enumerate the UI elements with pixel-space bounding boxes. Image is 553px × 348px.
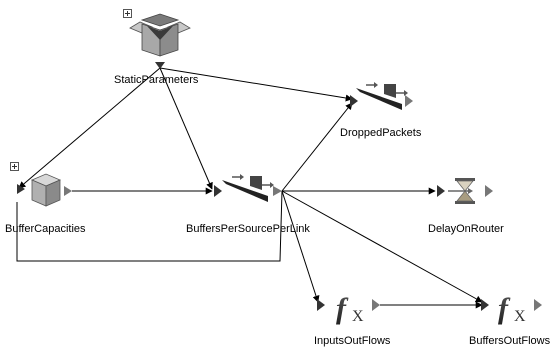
dropped-packets-node[interactable] <box>350 82 413 110</box>
buffers-out-flows-node[interactable]: f X <box>481 292 542 325</box>
delay-on-router-node[interactable] <box>437 178 493 204</box>
svg-text:X: X <box>352 308 364 325</box>
open-box-icon <box>129 13 191 57</box>
output-port[interactable] <box>534 299 542 311</box>
edge-buffers-per-source-to-inputsoutflows[interactable] <box>281 190 320 303</box>
input-port[interactable] <box>317 299 325 311</box>
buffer-capacities-node[interactable] <box>17 173 72 207</box>
connections <box>16 67 483 309</box>
buffers-per-source-per-link-label: BuffersPerSourcePerLink <box>186 223 310 235</box>
edge-static-to-buffers-per-source[interactable] <box>159 67 213 190</box>
buffer-capacities-expand-icon[interactable] <box>10 162 19 171</box>
input-port[interactable] <box>17 184 25 194</box>
fx-expression-icon: f X <box>498 292 526 325</box>
output-port[interactable] <box>372 299 380 311</box>
input-port[interactable] <box>481 299 489 311</box>
output-port[interactable] <box>273 186 282 196</box>
output-port[interactable] <box>64 186 72 196</box>
inputs-out-flows-node[interactable]: f X <box>317 292 380 325</box>
input-port[interactable] <box>350 95 358 107</box>
buffer-capacities-label: BufferCapacities <box>5 223 86 235</box>
edge-static-to-dropped[interactable] <box>159 67 353 102</box>
buffers-per-source-per-link-node[interactable] <box>214 174 282 202</box>
input-port[interactable] <box>214 185 222 197</box>
fx-expression-icon: f X <box>336 292 364 325</box>
cube-icon <box>30 173 62 207</box>
output-port[interactable] <box>485 185 493 197</box>
queue-actor-icon <box>222 174 274 202</box>
buffers-out-flows-label: BuffersOutFlows <box>469 335 551 347</box>
svg-text:f: f <box>336 292 349 325</box>
svg-text:X: X <box>514 308 526 325</box>
edge-buffers-per-source-to-dropped[interactable] <box>281 102 353 192</box>
svg-text:f: f <box>498 292 511 325</box>
dropped-packets-label: DroppedPackets <box>340 127 422 139</box>
input-port[interactable] <box>437 185 445 197</box>
output-port[interactable] <box>155 62 165 69</box>
static-parameters-node[interactable] <box>129 13 191 69</box>
delay-on-router-label: DelayOnRouter <box>428 223 504 235</box>
edge-static-to-buffercapacities[interactable] <box>18 67 161 189</box>
static-parameters-expand-icon[interactable] <box>123 9 132 18</box>
hourglass-delay-icon <box>448 178 475 204</box>
edge-buffers-per-source-to-buffersoutflows[interactable] <box>281 190 483 303</box>
static-parameters-label: StaticParameters <box>114 74 199 86</box>
queue-actor-icon <box>356 82 408 110</box>
edge-loop-back-to-buffercapacities[interactable] <box>16 190 283 262</box>
output-port[interactable] <box>405 95 413 107</box>
inputs-out-flows-label: InputsOutFlows <box>314 335 391 347</box>
